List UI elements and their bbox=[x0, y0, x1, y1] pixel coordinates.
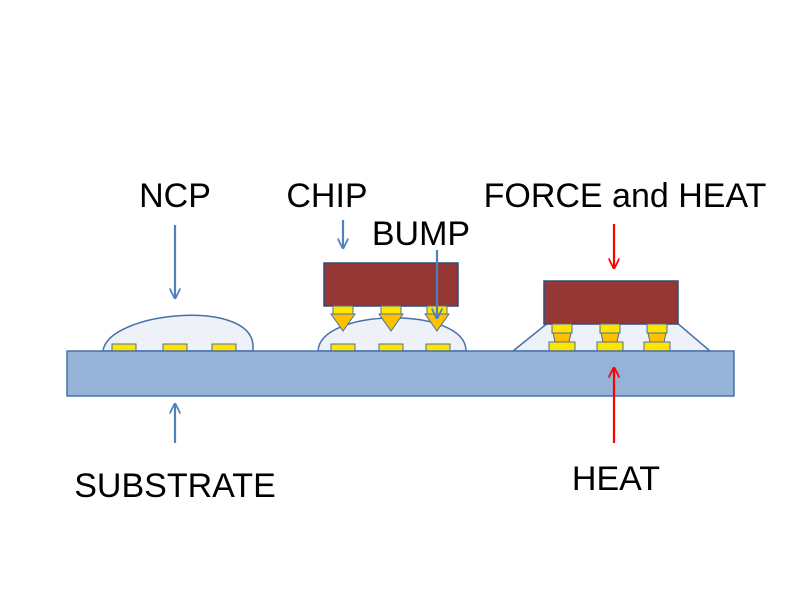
chip-stage3 bbox=[543, 280, 679, 325]
bump-stage2 bbox=[330, 305, 356, 332]
bump-stage2 bbox=[378, 305, 404, 332]
heat-label: HEAT bbox=[572, 460, 660, 498]
substrate-label: SUBSTRATE bbox=[74, 467, 276, 505]
force-heat-label: FORCE and HEAT bbox=[484, 177, 767, 215]
ncp-label: NCP bbox=[139, 177, 211, 215]
bonded-bump bbox=[643, 323, 671, 352]
chip-stage2 bbox=[323, 262, 459, 307]
ncp-blob-stage2 bbox=[317, 317, 467, 352]
substrate bbox=[66, 350, 735, 397]
chip-label: CHIP bbox=[286, 177, 367, 215]
bump-label: BUMP bbox=[372, 215, 470, 253]
ncp-blob-stage1 bbox=[102, 314, 254, 352]
